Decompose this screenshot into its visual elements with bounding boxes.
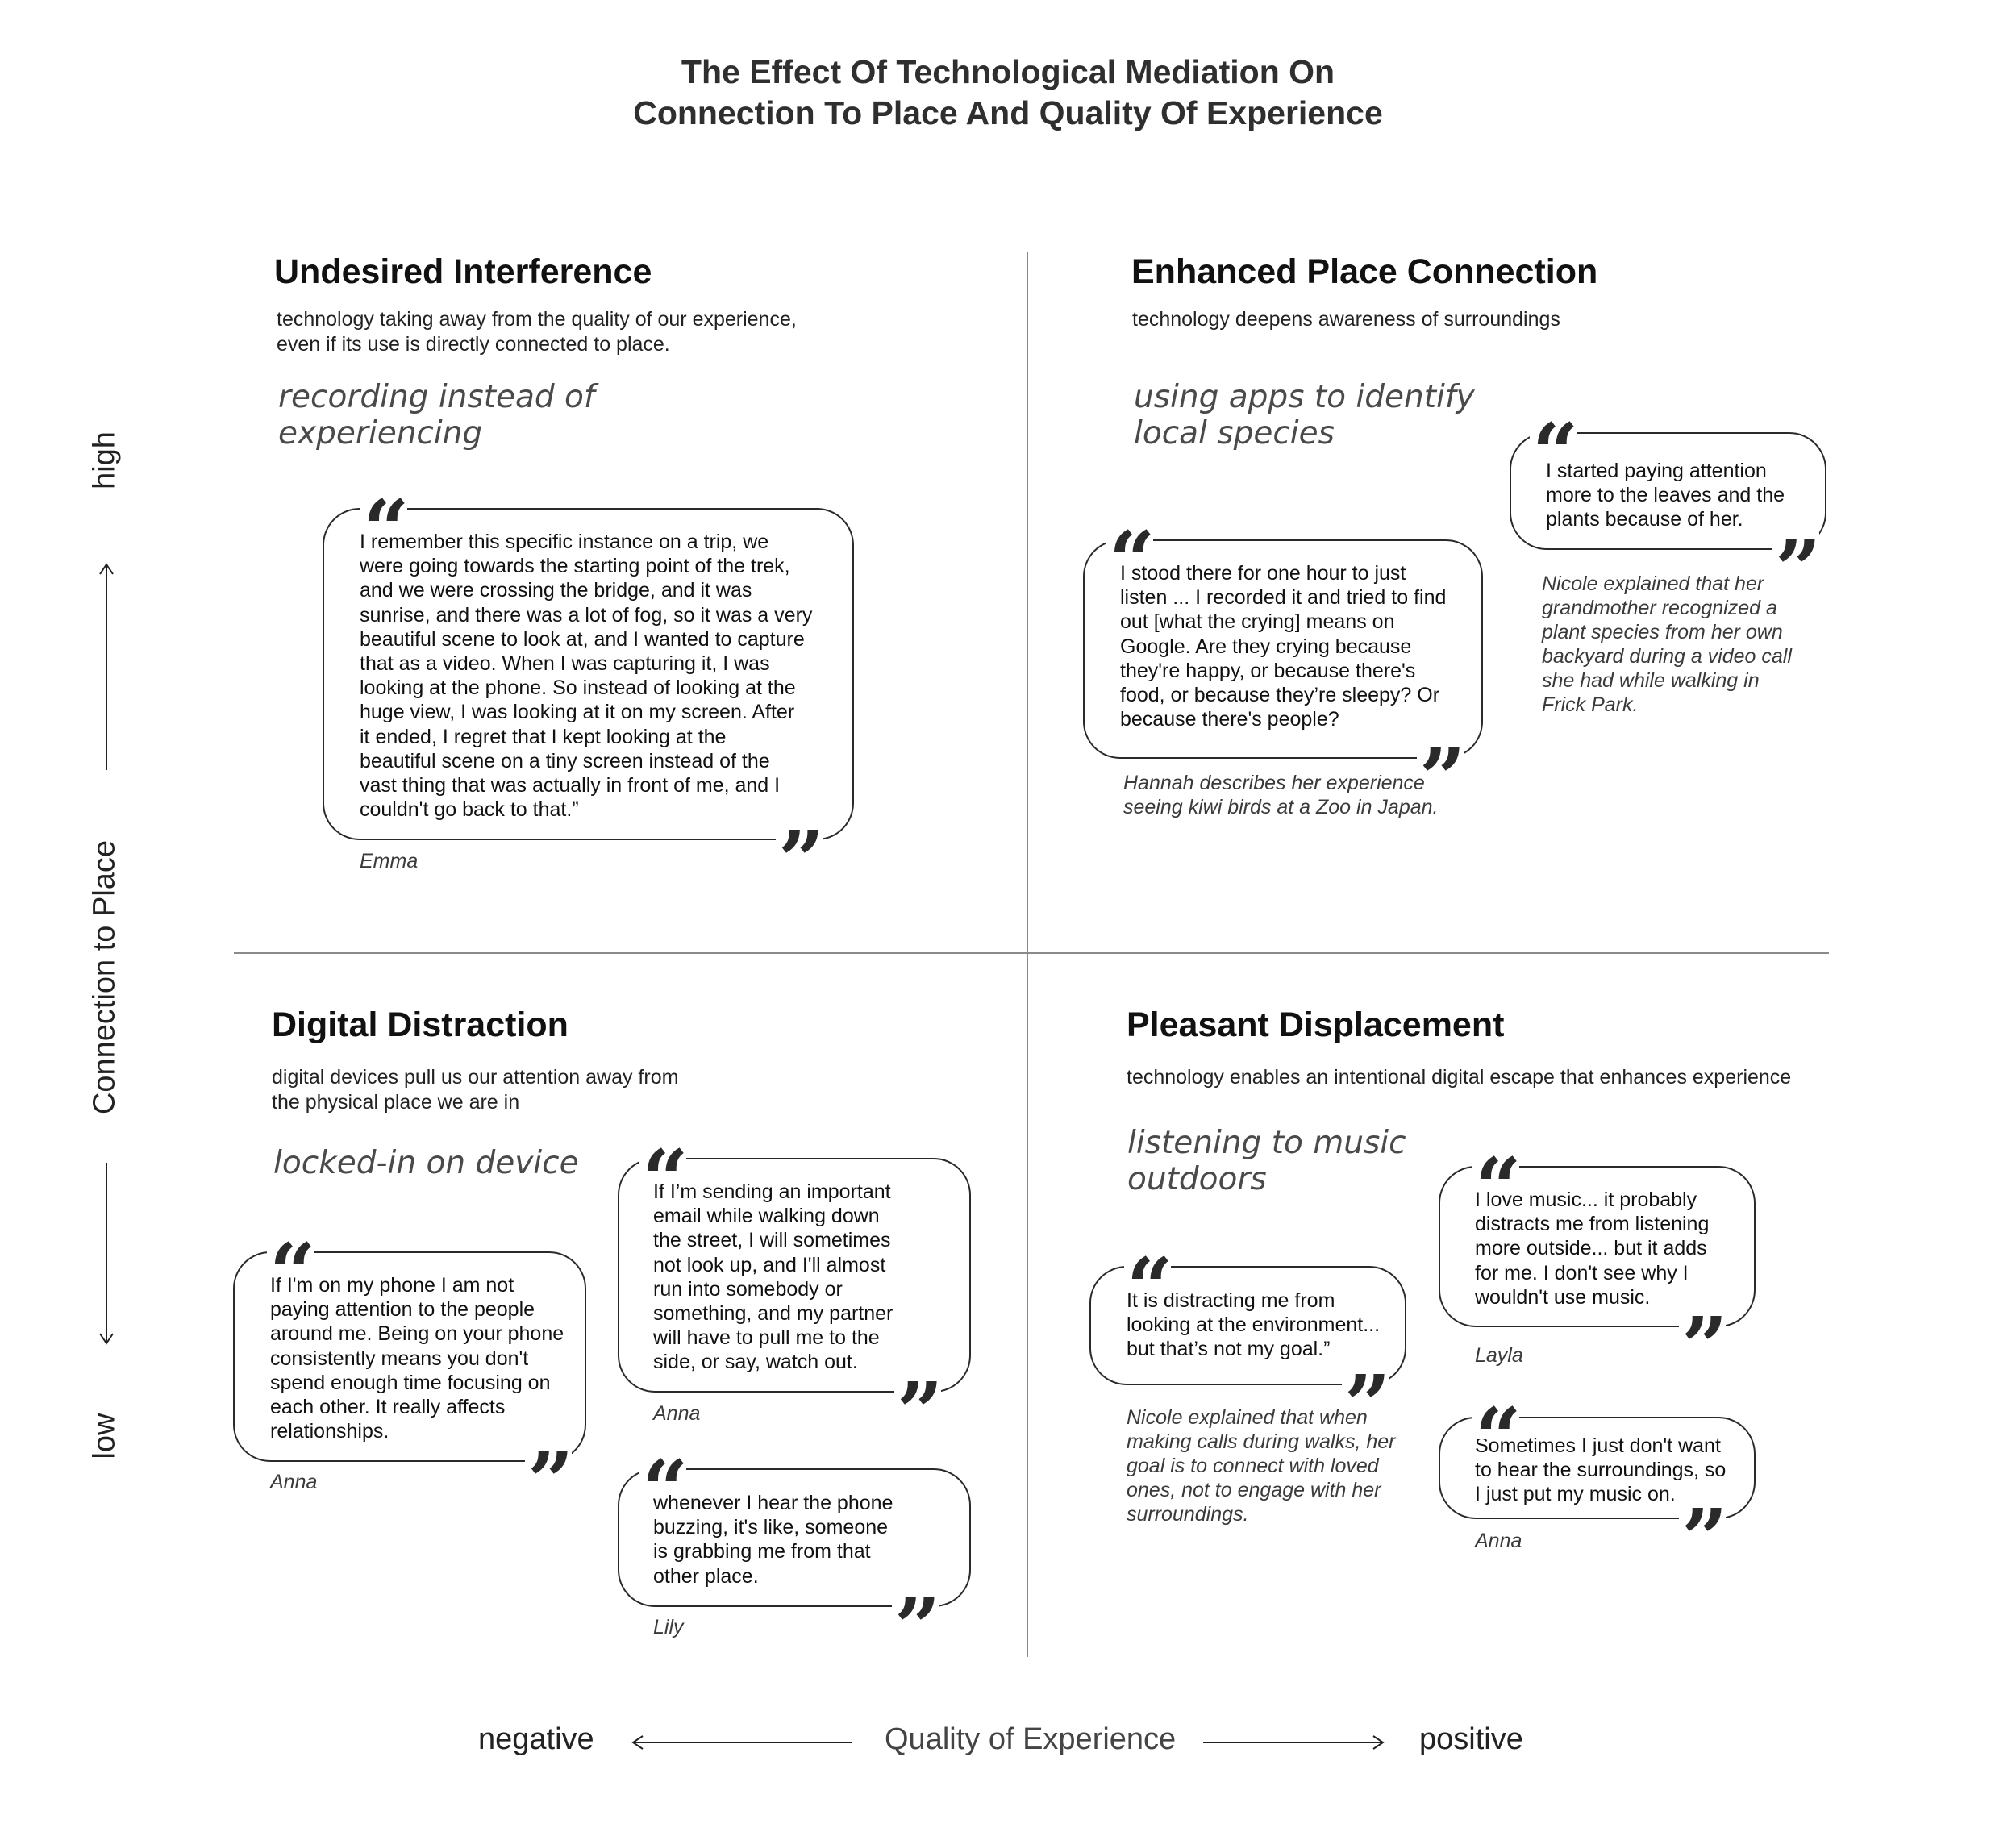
diagram-title: The Effect Of Technological Mediation On… xyxy=(0,52,2016,134)
y-axis-title: Connection to Place xyxy=(87,839,122,1115)
title-line-1: The Effect Of Technological Mediation On xyxy=(681,53,1335,90)
quadrant-title-pleasant: Pleasant Displacement xyxy=(1127,1005,1505,1044)
quote-text: I stood there for one hour to just liste… xyxy=(1120,562,1447,731)
close-quote-icon: ” xyxy=(1772,529,1821,610)
quote-text: If I’m sending an important email while … xyxy=(653,1180,893,1374)
quote-text: If I'm on my phone I am not paying atten… xyxy=(270,1274,564,1443)
quote-text: It is distracting me from looking at the… xyxy=(1127,1289,1381,1361)
quote-bubble xyxy=(323,508,854,840)
close-quote-icon: ” xyxy=(894,1372,943,1452)
quadrant-desc-enhanced: technology deepens awareness of surround… xyxy=(1132,308,1560,331)
close-quote-icon: ” xyxy=(1679,1498,1727,1579)
quote-bubble xyxy=(233,1251,586,1462)
quote-attribution: Nicole explained that her grandmother re… xyxy=(1542,572,1792,716)
quote-attribution: Nicole explained that when making calls … xyxy=(1127,1406,1396,1526)
quote-attribution: Lily xyxy=(653,1616,684,1638)
quote-attribution: Anna xyxy=(1475,1530,1522,1552)
vertical-divider xyxy=(1027,252,1028,1657)
y-high-label: high xyxy=(87,431,122,489)
example-pleasant: listening to music outdoors xyxy=(1127,1125,1406,1197)
quote-attribution: Anna xyxy=(653,1402,701,1425)
quote-text: I love music... it probably distracts me… xyxy=(1475,1189,1710,1309)
quote-text: Sometimes I just don't want to hear the … xyxy=(1475,1434,1727,1506)
y-arrow-up-head xyxy=(99,563,114,575)
x-positive-label: positive xyxy=(1419,1722,1523,1756)
close-quote-icon: ” xyxy=(892,1587,940,1667)
y-arrow-down-head xyxy=(99,1333,114,1345)
horizontal-divider xyxy=(234,952,1829,954)
x-axis xyxy=(631,1735,1385,1750)
open-quote-icon: “ xyxy=(267,1233,315,1314)
quadrant-title-enhanced: Enhanced Place Connection xyxy=(1131,252,1598,291)
title-line-2: Connection To Place And Quality Of Exper… xyxy=(633,94,1383,131)
open-quote-icon: “ xyxy=(1472,1147,1521,1228)
quote-bubble xyxy=(618,1158,971,1393)
quote-attribution: Anna xyxy=(270,1471,318,1493)
open-quote-icon: “ xyxy=(1106,521,1155,602)
example-distraction: locked-in on device xyxy=(273,1145,579,1181)
open-quote-icon: “ xyxy=(1530,413,1578,493)
quote-attribution: Layla xyxy=(1475,1344,1523,1367)
x-arrow-right-head xyxy=(1372,1735,1385,1750)
quadrant-title-undesired: Undesired Interference xyxy=(274,252,652,291)
y-axis xyxy=(99,563,114,1345)
quote-attribution: Emma xyxy=(360,850,419,872)
example-enhanced: using apps to identify local species xyxy=(1134,379,1475,452)
open-quote-icon: “ xyxy=(639,1139,688,1220)
close-quote-icon: ” xyxy=(1679,1306,1727,1387)
open-quote-icon: “ xyxy=(1124,1247,1173,1328)
close-quote-icon: ” xyxy=(1342,1364,1390,1445)
quadrant-desc-distraction: digital devices pull us our attention aw… xyxy=(272,1066,679,1114)
quote-bubble xyxy=(1439,1166,1756,1327)
quote-text: I remember this specific instance on a t… xyxy=(360,531,813,822)
quadrant-title-distraction: Digital Distraction xyxy=(272,1005,569,1044)
open-quote-icon: “ xyxy=(360,489,409,570)
close-quote-icon: ” xyxy=(525,1441,573,1522)
x-negative-label: negative xyxy=(478,1722,594,1756)
quote-attribution: Hannah describes her experience seeing k… xyxy=(1123,772,1439,818)
x-axis-title: Quality of Experience xyxy=(885,1722,1177,1756)
open-quote-icon: “ xyxy=(1472,1397,1521,1478)
quadrant-desc-undesired: technology taking away from the quality … xyxy=(277,308,797,356)
close-quote-icon: ” xyxy=(1417,738,1465,818)
open-quote-icon: “ xyxy=(639,1450,688,1530)
example-undesired: recording instead of experiencing xyxy=(278,379,595,452)
quadrant-desc-pleasant: technology enables an intentional digita… xyxy=(1127,1066,1792,1089)
quote-bubble xyxy=(1083,539,1483,759)
y-low-label: low xyxy=(87,1413,122,1459)
quote-text: I started paying attention more to the l… xyxy=(1546,460,1785,531)
close-quote-icon: ” xyxy=(776,820,824,901)
x-arrow-left-head xyxy=(631,1735,644,1750)
quote-text: whenever I hear the phone buzzing, it's … xyxy=(653,1492,893,1588)
